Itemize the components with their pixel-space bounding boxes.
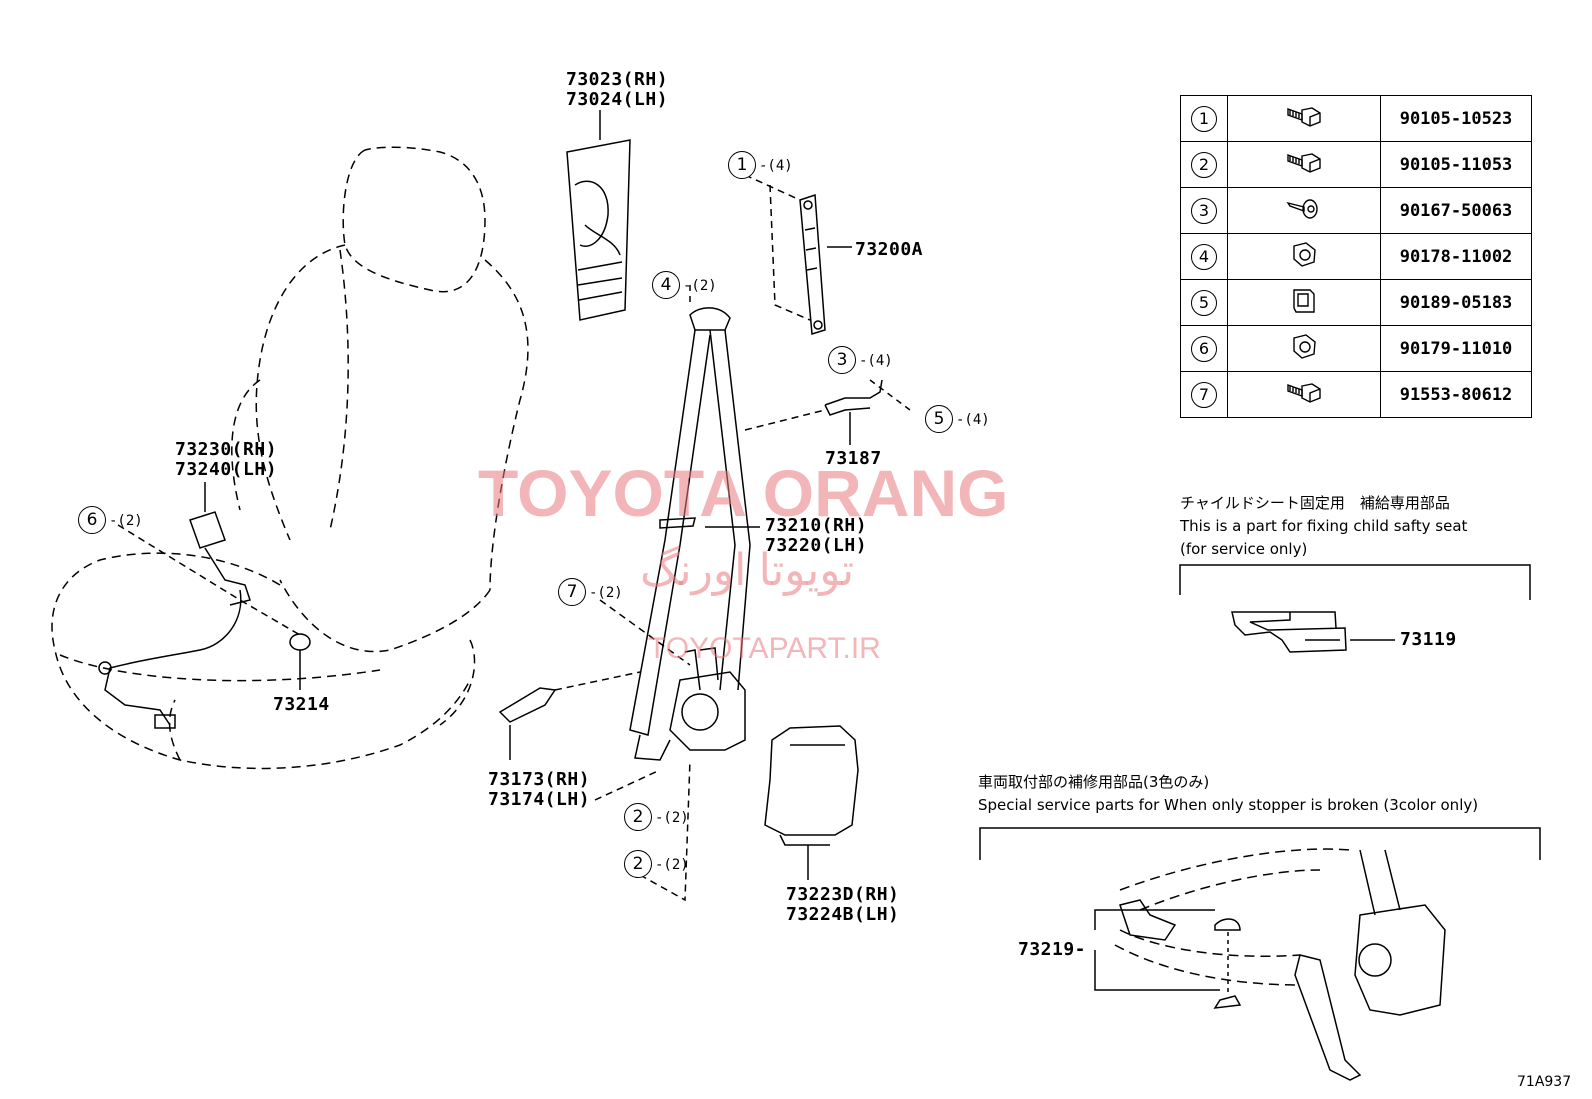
bolt-icon xyxy=(1282,106,1326,138)
stopper-note-jp: 車両取付部の補修用部品(3色のみ) xyxy=(978,773,1210,791)
stopper-note-en: Special service parts for When only stop… xyxy=(978,796,1479,814)
retractor-cover xyxy=(764,725,859,846)
label-73024: 73024(LH) xyxy=(566,89,669,110)
label-73187: 73187 xyxy=(825,448,882,469)
fastener-part-number: 91553-80612 xyxy=(1380,371,1532,418)
callout-3: 3 xyxy=(828,346,856,374)
label-73214: 73214 xyxy=(273,694,330,715)
nut-icon xyxy=(1282,241,1326,276)
callout-2a: 2 xyxy=(624,803,652,831)
fastener-icon-cell xyxy=(1227,233,1381,280)
anchor-cover xyxy=(498,687,557,723)
washer-73214 xyxy=(289,633,311,651)
callout-3-qty: -(4) xyxy=(859,353,893,369)
callout-6-qty: -(2) xyxy=(109,513,143,529)
label-73200A: 73200A xyxy=(855,239,924,260)
seat-outline xyxy=(51,146,529,770)
fastener-num: 3 xyxy=(1191,197,1217,224)
label-73023: 73023(RH) xyxy=(566,69,669,90)
callout-4-qty: -(2) xyxy=(683,278,717,294)
fastener-part-number: 90105-11053 xyxy=(1380,141,1532,188)
fastener-icon-cell xyxy=(1227,279,1381,326)
stopper-sketch xyxy=(1114,848,1446,1081)
fastener-num-cell: 3 xyxy=(1180,187,1228,234)
label-73220: 73220(LH) xyxy=(765,535,868,556)
callout-6: 6 xyxy=(78,506,106,534)
label-73174: 73174(LH) xyxy=(488,789,591,810)
seat-belt-webbing xyxy=(629,307,751,761)
label-73230: 73230(RH) xyxy=(175,439,278,460)
fastener-num-cell: 4 xyxy=(1180,233,1228,280)
fastener-num-cell: 7 xyxy=(1180,371,1228,418)
stopper-frame xyxy=(979,827,1541,860)
fastener-row: 1 90105-10523 xyxy=(1180,95,1532,142)
fastener-row: 7 91553-80612 xyxy=(1180,371,1532,418)
fastener-part-number: 90179-11010 xyxy=(1380,325,1532,372)
fastener-num: 7 xyxy=(1191,381,1217,408)
callout-2a-qty: -(2) xyxy=(655,810,689,826)
nut-icon xyxy=(1282,333,1326,368)
bolt-icon xyxy=(1282,382,1326,414)
shoulder-adjuster xyxy=(799,193,826,335)
fastener-row: 6 90179-11010 xyxy=(1180,325,1532,372)
child-seat-note-en2: (for service only) xyxy=(1180,540,1308,558)
label-73240: 73240(LH) xyxy=(175,459,278,480)
fastener-part-number: 90167-50063 xyxy=(1380,187,1532,234)
fastener-num-cell: 5 xyxy=(1180,279,1228,326)
retractor xyxy=(669,647,746,751)
screw-icon xyxy=(1282,198,1326,230)
bolt-icon xyxy=(1282,152,1326,184)
fastener-num: 5 xyxy=(1191,289,1217,316)
label-73219: 73219- xyxy=(1018,939,1087,960)
fastener-icon-cell xyxy=(1227,325,1381,372)
fastener-num: 2 xyxy=(1191,151,1217,178)
label-73224B: 73224B(LH) xyxy=(786,904,900,925)
fastener-part-number: 90105-10523 xyxy=(1380,95,1532,142)
callout-1: 1 xyxy=(728,151,756,179)
fastener-num-cell: 6 xyxy=(1180,325,1228,372)
fastener-icon-cell xyxy=(1227,371,1381,418)
callout-7-qty: -(2) xyxy=(589,585,623,601)
diagram-id: 71A937 xyxy=(1517,1074,1572,1090)
fastener-num-cell: 2 xyxy=(1180,141,1228,188)
label-73223D: 73223D(RH) xyxy=(786,884,900,905)
fastener-num: 4 xyxy=(1191,243,1217,270)
fastener-num: 1 xyxy=(1191,105,1217,132)
watermark-persian: تویوتا اورنگ xyxy=(640,546,855,595)
callout-2b: 2 xyxy=(624,850,652,878)
child-seat-frame xyxy=(1179,564,1531,600)
fastener-icon-cell xyxy=(1227,141,1381,188)
callout-4: 4 xyxy=(652,271,680,299)
fastener-part-number: 90178-11002 xyxy=(1380,233,1532,280)
label-73173: 73173(RH) xyxy=(488,769,591,790)
fastener-table: 1 90105-10523 2 90105-11053 3 90167-50063 4 901… xyxy=(1180,95,1532,418)
fastener-icon-cell xyxy=(1227,95,1381,142)
fastener-num-cell: 1 xyxy=(1180,95,1228,142)
callout-1-qty: -(4) xyxy=(759,158,793,174)
bracket-73187 xyxy=(824,379,883,416)
watermark-title: TOYOTA ORANG xyxy=(478,456,1009,530)
fastener-row: 3 90167-50063 xyxy=(1180,187,1532,234)
callout-2b-qty: -(2) xyxy=(655,857,689,873)
buckle-assembly xyxy=(98,511,251,729)
label-73210: 73210(RH) xyxy=(765,515,868,536)
child-seat-note-en: This is a part for fixing child safty se… xyxy=(1180,517,1468,535)
fastener-row: 2 90105-11053 xyxy=(1180,141,1532,188)
fastener-row: 4 90178-11002 xyxy=(1180,233,1532,280)
73219-bracket xyxy=(1094,909,1220,991)
fastener-row: 5 90189-05183 xyxy=(1180,279,1532,326)
fastener-num: 6 xyxy=(1191,335,1217,362)
fastener-part-number: 90189-05183 xyxy=(1380,279,1532,326)
child-seat-note-jp: チャイルドシート固定用 補給専用部品 xyxy=(1180,494,1450,512)
fastener-icon-cell xyxy=(1227,187,1381,234)
callout-5-qty: -(4) xyxy=(956,412,990,428)
callout-7: 7 xyxy=(558,578,586,606)
watermark-site: TOYOTAPART.IR xyxy=(648,632,881,665)
label-73119: 73119 xyxy=(1400,629,1457,650)
pillar-trim xyxy=(566,139,631,321)
clip-icon xyxy=(1282,288,1326,322)
callout-5: 5 xyxy=(925,405,953,433)
